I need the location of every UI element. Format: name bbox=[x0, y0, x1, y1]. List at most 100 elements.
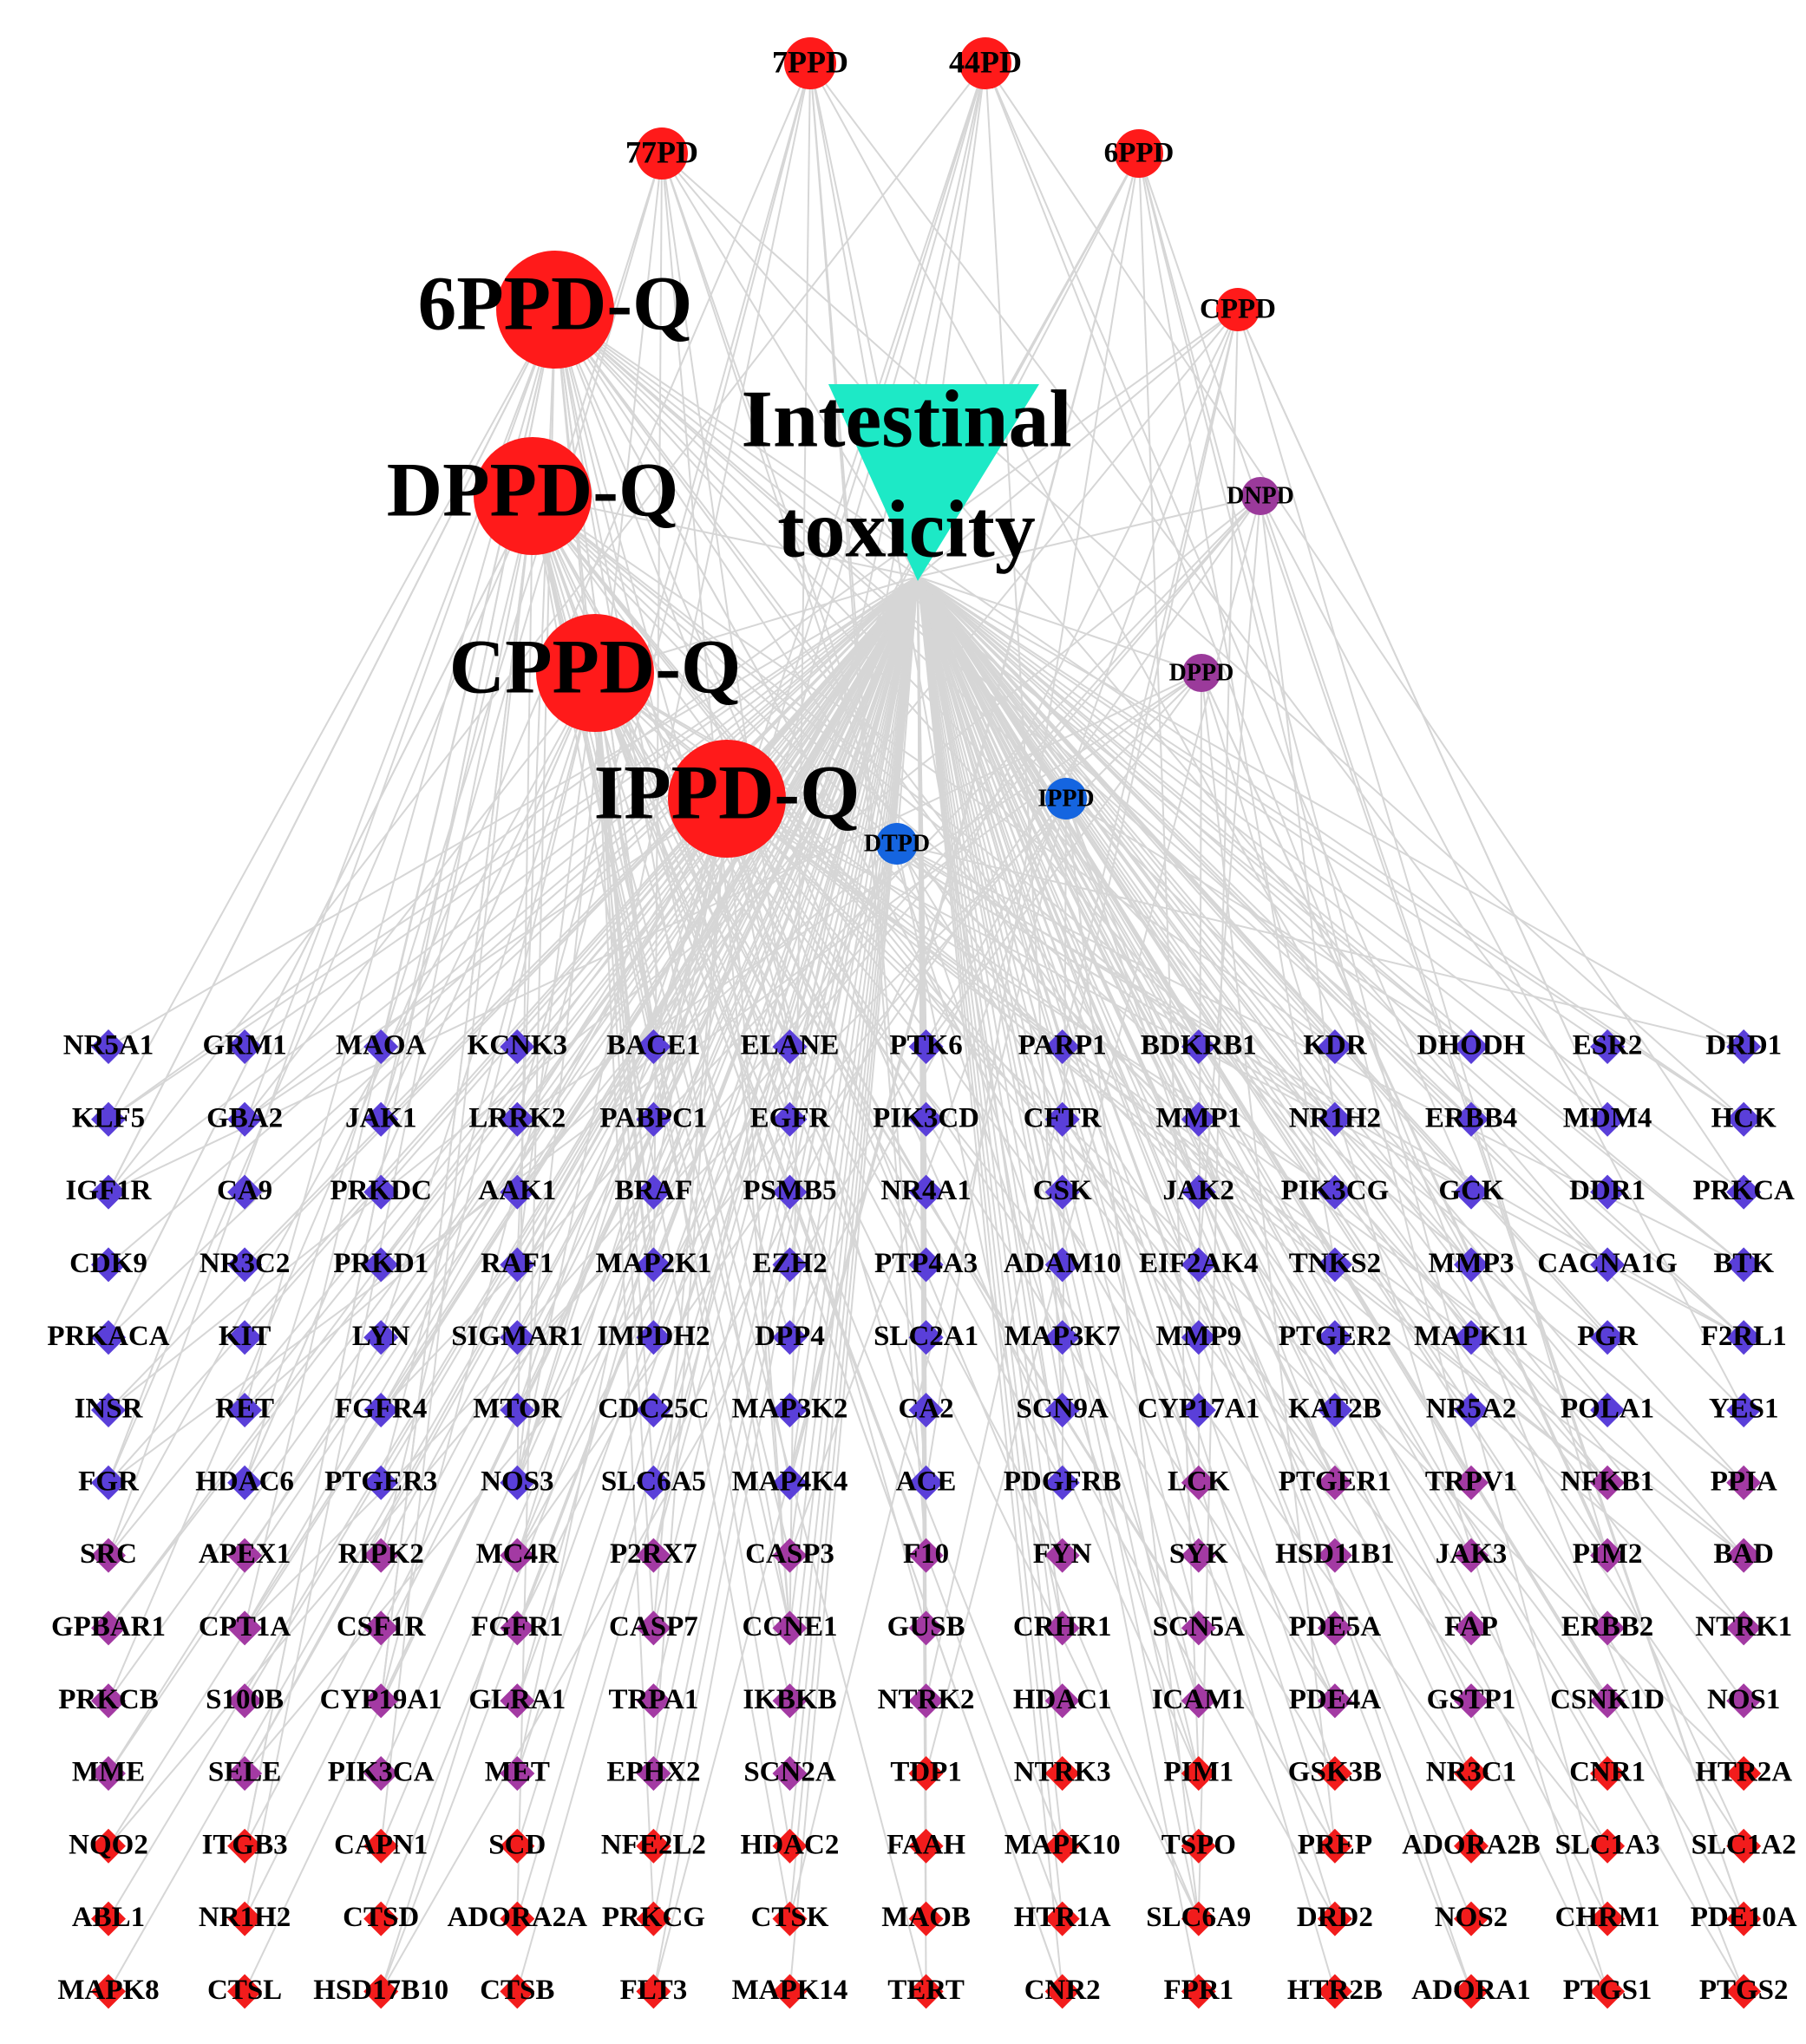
target-label: GRM1 bbox=[203, 1030, 287, 1061]
edge-hub-target bbox=[917, 576, 1336, 1193]
edge-hub-target bbox=[917, 576, 1200, 1919]
target-label: CTSB bbox=[480, 1975, 554, 2006]
edge-compound-target bbox=[726, 798, 1336, 1701]
compound-node: CPPD-Q bbox=[449, 614, 741, 732]
edge-hub-target bbox=[917, 576, 1472, 1992]
edge-hub-target bbox=[108, 576, 919, 1338]
target-diamond bbox=[1726, 1756, 1762, 1791]
target-diamond bbox=[91, 1320, 126, 1355]
edge-compound-target bbox=[108, 672, 596, 1557]
target-node: NOS1 bbox=[1707, 1683, 1780, 1719]
edge-compound-target bbox=[380, 62, 811, 1701]
edge-compound-target bbox=[108, 495, 1261, 1847]
edge-compound-target bbox=[809, 62, 927, 1556]
target-label: HTR1A bbox=[1014, 1902, 1111, 1933]
target-node: CAPN1 bbox=[334, 1828, 428, 1864]
target-node: RIPK2 bbox=[338, 1538, 424, 1573]
target-node: PABPC1 bbox=[599, 1101, 707, 1137]
target-label: MAP3K2 bbox=[732, 1394, 848, 1425]
target-diamond bbox=[1726, 1465, 1762, 1500]
target-node: HDAC2 bbox=[741, 1828, 839, 1864]
target-diamond bbox=[1726, 1974, 1762, 2009]
target-node: SELE bbox=[208, 1756, 281, 1791]
target-node: PRKACA bbox=[47, 1320, 170, 1355]
target-node: MAPK8 bbox=[57, 1974, 160, 2009]
target-node: MC4R bbox=[476, 1538, 559, 1573]
edge-hub-target bbox=[917, 576, 1744, 1048]
edge-compound-target bbox=[1138, 153, 1336, 1265]
target-diamond bbox=[363, 1393, 399, 1427]
edge-compound-target bbox=[516, 843, 898, 1557]
target-diamond bbox=[1044, 1610, 1080, 1646]
target-node: SCN9A bbox=[1017, 1393, 1109, 1427]
target-label: PRKACA bbox=[47, 1321, 169, 1352]
edge-compound-target bbox=[1237, 309, 1609, 1120]
edge-hub-target bbox=[917, 576, 1472, 1048]
compound-circle bbox=[959, 37, 1011, 89]
target-node: TNKS2 bbox=[1289, 1247, 1381, 1283]
edge-compound-target bbox=[925, 672, 1202, 1048]
target-node: FPR1 bbox=[1163, 1974, 1233, 2009]
target-diamond bbox=[227, 1101, 263, 1137]
target-node: NQO2 bbox=[69, 1828, 148, 1864]
target-diamond bbox=[91, 1683, 126, 1719]
target-node: MAP2K1 bbox=[595, 1247, 711, 1283]
edge-compound-target bbox=[1065, 798, 1472, 1048]
compound-circle bbox=[876, 823, 918, 865]
target-label: TERT bbox=[887, 1975, 965, 2006]
target-node: KIT bbox=[219, 1320, 271, 1355]
target-label: POLA1 bbox=[1561, 1394, 1654, 1425]
edge-hub-target bbox=[917, 576, 1200, 1701]
target-diamond bbox=[772, 1901, 808, 1936]
target-diamond bbox=[227, 1320, 263, 1355]
target-diamond bbox=[636, 1901, 671, 1936]
target-label: S100B bbox=[206, 1684, 284, 1715]
target-diamond bbox=[1590, 1974, 1626, 2009]
target-label: LYN bbox=[352, 1321, 410, 1352]
edge-hub-target bbox=[244, 576, 919, 1992]
edge-hub-target bbox=[108, 576, 919, 1701]
target-diamond bbox=[91, 1538, 126, 1573]
target-label: MTOR bbox=[473, 1394, 562, 1425]
edge-compound-target bbox=[594, 672, 655, 1483]
target-diamond bbox=[636, 1393, 671, 1427]
target-diamond bbox=[91, 1465, 126, 1500]
target-node: FYN bbox=[1033, 1538, 1092, 1573]
target-label: JAK1 bbox=[345, 1102, 417, 1133]
edge-compound-target bbox=[1061, 798, 1067, 1483]
target-diamond bbox=[636, 1538, 671, 1573]
target-node: ADORA2A bbox=[448, 1901, 587, 1936]
edge-compound-target bbox=[594, 672, 655, 1338]
target-label: NR3C1 bbox=[1426, 1757, 1517, 1788]
target-diamond bbox=[1044, 1828, 1080, 1864]
compound-node: 7PPD bbox=[772, 37, 848, 89]
target-node: HTR1A bbox=[1014, 1901, 1111, 1936]
edge-compound-target bbox=[985, 62, 1063, 1411]
target-label: GSTP1 bbox=[1427, 1684, 1516, 1715]
edge-compound-target bbox=[516, 672, 596, 1265]
target-diamond bbox=[1044, 1756, 1080, 1791]
target-label: NR3C2 bbox=[200, 1248, 291, 1279]
target-label: NTRK3 bbox=[1014, 1757, 1111, 1788]
target-node: HTR2A bbox=[1695, 1756, 1792, 1791]
target-diamond bbox=[1454, 1538, 1489, 1573]
edge-compound-target bbox=[652, 798, 728, 1774]
target-node: EZH2 bbox=[752, 1247, 828, 1283]
target-label: GSK3B bbox=[1288, 1757, 1382, 1788]
target-diamond bbox=[363, 1538, 399, 1573]
edge-hub-target bbox=[917, 576, 1744, 1120]
target-label: JAK3 bbox=[1436, 1538, 1508, 1570]
target-label: PTGER3 bbox=[324, 1466, 437, 1497]
edge-compound-target bbox=[652, 798, 728, 1192]
edge-compound-target bbox=[896, 843, 1336, 1266]
target-diamond bbox=[1317, 1756, 1352, 1791]
target-node: CTSK bbox=[751, 1901, 829, 1936]
target-label: CDC25C bbox=[598, 1394, 709, 1425]
target-label: YES1 bbox=[1709, 1394, 1779, 1425]
target-label: CFTR bbox=[1024, 1102, 1103, 1133]
edge-compound-target bbox=[652, 153, 663, 1338]
target-diamond bbox=[1181, 1828, 1216, 1864]
target-node: HSD11B1 bbox=[1275, 1538, 1395, 1573]
target-diamond bbox=[1317, 1901, 1352, 1936]
target-diamond bbox=[91, 1610, 126, 1646]
